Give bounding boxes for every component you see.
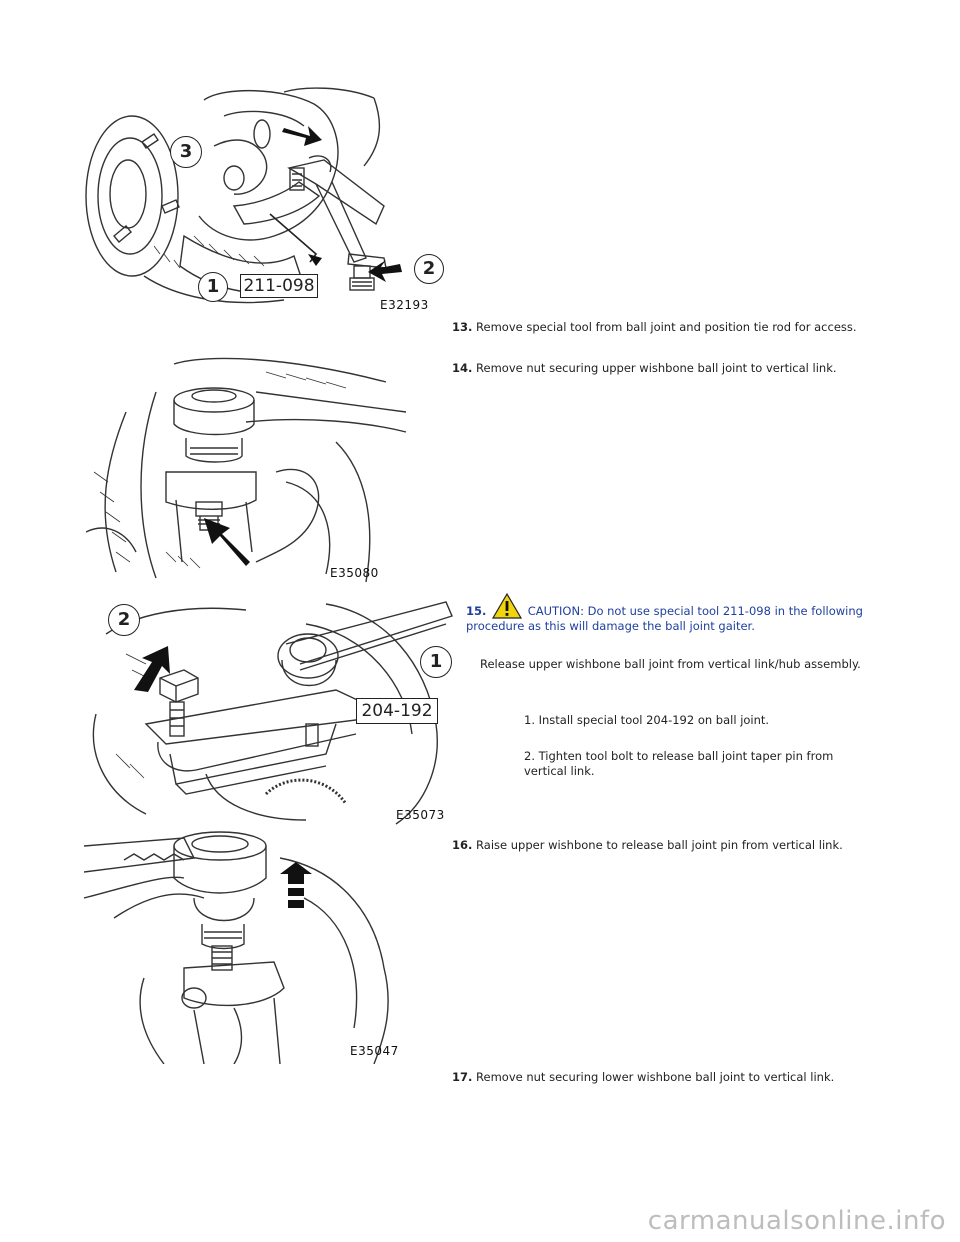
step-text: Remove nut securing upper wishbone ball … xyxy=(476,361,837,375)
figure-code: E35073 xyxy=(396,808,445,822)
figure-e35073: 2 1 204-192 E35073 xyxy=(86,594,456,826)
step-14: 14. Remove nut securing upper wishbone b… xyxy=(452,361,882,376)
figure-e32193: 3 2 1 211-098 E32193 xyxy=(84,86,444,314)
step-15-substep-1: 1. Install special tool 204-192 on ball … xyxy=(524,713,770,727)
callout-2: 2 xyxy=(108,604,140,636)
figure-e35047: E35047 xyxy=(84,828,414,1064)
callout-3: 3 xyxy=(170,136,202,168)
callout-2: 2 xyxy=(414,254,444,284)
warning-icon xyxy=(491,592,523,619)
tool-label-211-098: 211-098 xyxy=(240,274,318,298)
figure-code: E32193 xyxy=(380,298,429,312)
step-16: 16. Raise upper wishbone to release ball… xyxy=(452,838,882,853)
callout-1: 1 xyxy=(420,646,452,678)
substep-text: 2. Tighten tool bolt to release ball joi… xyxy=(524,749,834,778)
step-text: Remove nut securing lower wishbone ball … xyxy=(476,1070,835,1084)
step-number: 13. xyxy=(452,320,473,334)
step-17: 17. Remove nut securing lower wishbone b… xyxy=(452,1070,892,1085)
step-number: 16. xyxy=(452,838,473,852)
step-number: 17. xyxy=(452,1070,473,1084)
figure-code: E35080 xyxy=(330,566,379,580)
step-15-substep-2: 2. Tighten tool bolt to release ball joi… xyxy=(524,749,874,779)
tool-label-204-192: 204-192 xyxy=(356,698,438,724)
callout-1: 1 xyxy=(198,272,228,302)
figure-e35080: E35080 xyxy=(86,352,416,584)
step-number: 14. xyxy=(452,361,473,375)
step-text: Raise upper wishbone to release ball joi… xyxy=(476,838,843,852)
figure-code: E35047 xyxy=(350,1044,399,1058)
caution-text: CAUTION: Do not use special tool 211-098… xyxy=(466,604,863,633)
step-15: 15. CAUTION: Do not use special tool 211… xyxy=(466,592,886,634)
step-13: 13. Remove special tool from ball joint … xyxy=(452,320,882,335)
upper-ball-joint-illustration xyxy=(86,357,407,583)
step-text: Remove special tool from ball joint and … xyxy=(476,320,857,334)
step-15-intro: Release upper wishbone ball joint from v… xyxy=(480,657,861,671)
ball-joint-separator-illustration xyxy=(92,601,453,825)
watermark: carmanualsonline.info xyxy=(647,1206,946,1236)
step-number: 15. xyxy=(466,604,487,618)
hub-tie-rod-illustration xyxy=(85,87,402,304)
raise-wishbone-illustration xyxy=(84,831,389,1064)
